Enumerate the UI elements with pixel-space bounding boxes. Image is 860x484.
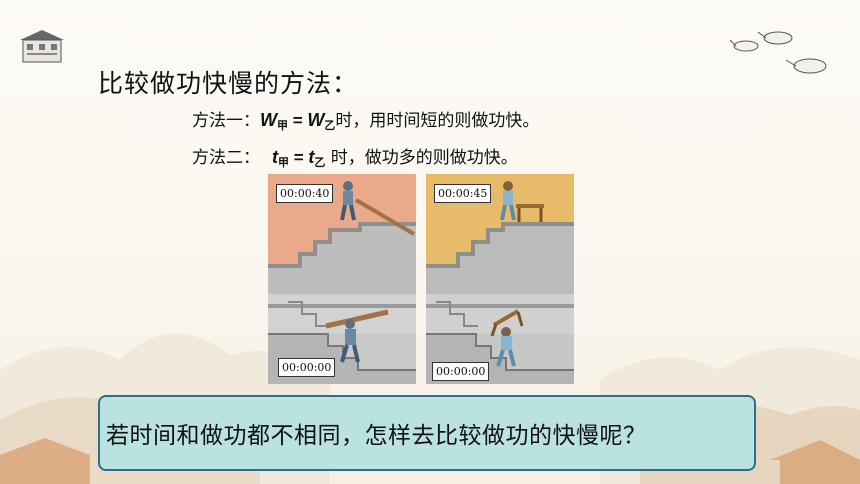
slide-title: 比较做功快慢的方法： (98, 69, 359, 98)
equals-sign: = (289, 148, 309, 167)
stairs-figure-right: 00:00:45 00:00:00 (426, 174, 574, 384)
method-one-text: 时，用时间短的则做功快。 (335, 111, 540, 131)
house-sketch-icon (20, 30, 64, 63)
method-two-text: 时，做功多的则做功快。 (325, 148, 518, 168)
work-var-a: W (260, 110, 277, 130)
timer-top-left: 00:00:40 (276, 184, 334, 203)
subscript-jia: 甲 (277, 119, 288, 132)
timer-bottom-left: 00:00:00 (278, 358, 336, 377)
timer-bottom-right: 00:00:00 (432, 362, 490, 381)
time-var-b: t (308, 147, 315, 167)
method-two: 方法二：t甲 = t乙 时，做功多的则做功快。 (192, 143, 518, 170)
timer-top-right: 00:00:45 (434, 184, 492, 203)
stairs-illustration-right (426, 174, 574, 384)
cranes-icon (729, 31, 827, 74)
method-two-label: 方法二： (192, 148, 260, 168)
question-box: 若时间和做功都不相同，怎样去比较做功的快慢呢？ (98, 395, 756, 471)
method-one-label: 方法一： (192, 111, 260, 131)
equals-sign: = (288, 111, 308, 130)
stairs-illustration-left (268, 174, 416, 384)
subscript-jia: 甲 (278, 156, 289, 169)
subscript-yi: 乙 (324, 119, 336, 132)
time-var-a: t (272, 147, 278, 167)
subscript-yi: 乙 (314, 156, 326, 169)
method-one: 方法一：W甲 = W乙时，用时间短的则做功快。 (192, 106, 539, 133)
work-var-b: W (307, 110, 325, 130)
stairs-figure-left: 00:00:40 00:00:00 (268, 174, 416, 384)
